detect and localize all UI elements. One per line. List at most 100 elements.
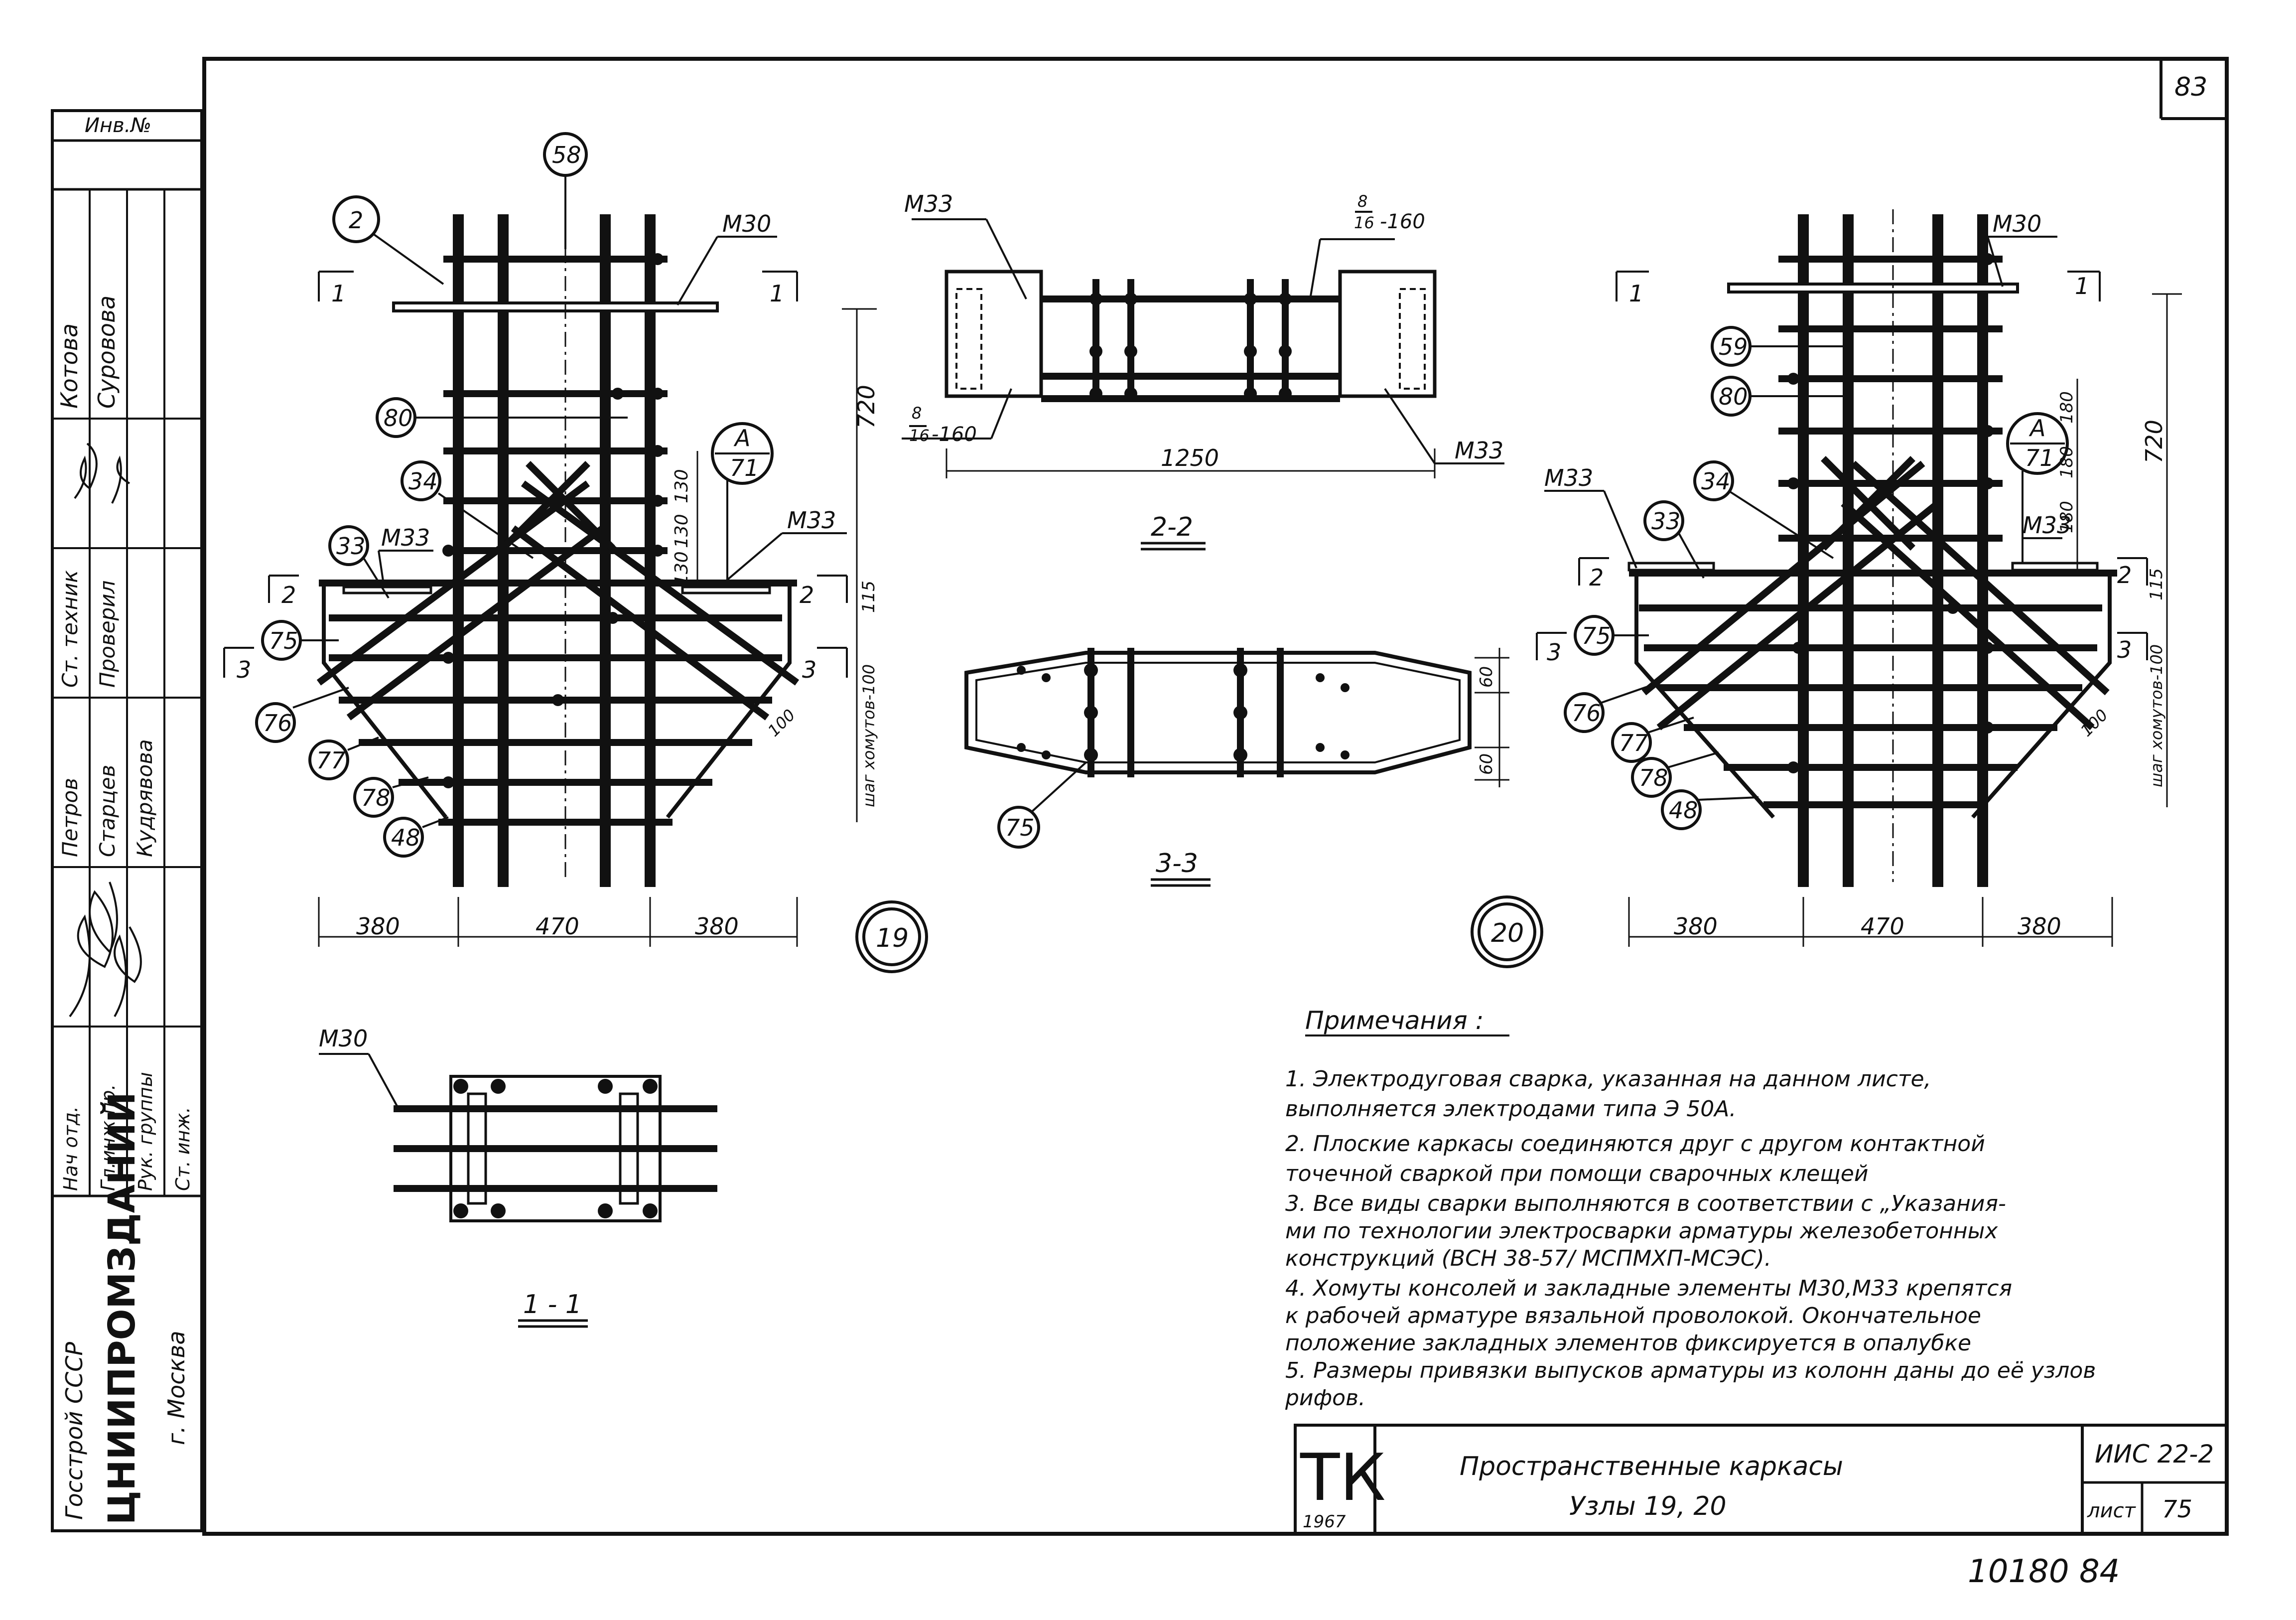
tb-name-5: Петров bbox=[58, 778, 82, 857]
tb-name-6: Старцев bbox=[95, 765, 120, 857]
note-line-8: 4. Хомуты консолей и закладные элементы … bbox=[1285, 1276, 2012, 1301]
d20-dim-step: шаг хомутов-100 bbox=[2147, 644, 2166, 787]
note-line-10: положение закладных элементов фиксируетс… bbox=[1285, 1330, 1971, 1356]
d20-leader-m33-left: М33 bbox=[1544, 464, 1593, 491]
detail-19-number: 19 bbox=[876, 923, 909, 953]
note-line-5: 3. Все виды сварки выполняются в соответ… bbox=[1285, 1191, 2006, 1216]
leader-m33-2-2-top: М33 bbox=[904, 190, 953, 217]
d20-section-1-left: 1 bbox=[1629, 280, 1643, 307]
d20-section-3-right: 3 bbox=[2117, 636, 2132, 663]
note-line-9: к рабочей арматуре вязальной проволокой.… bbox=[1285, 1303, 1981, 1328]
callout-33: 33 bbox=[336, 533, 366, 560]
d20-callout-59: 59 bbox=[1719, 333, 1748, 360]
leader-m33-right: М33 bbox=[787, 507, 836, 534]
note-line-3: 2. Плоские каркасы соединяются друг с др… bbox=[1285, 1131, 1985, 1157]
d20-dim-115: 115 bbox=[2147, 568, 2166, 600]
section-mark-3-3-right: 3 bbox=[802, 656, 816, 683]
dim-130-a: 130 bbox=[672, 469, 692, 503]
d20-dim-470: 470 bbox=[1861, 913, 1904, 940]
d20-section-2-right: 2 bbox=[2117, 562, 2132, 589]
section-3-3-title: 3-3 bbox=[1156, 849, 1198, 879]
list-label: лист bbox=[2087, 1499, 2137, 1522]
d20-section-2-left: 2 bbox=[1589, 564, 1604, 591]
section-1-1-title: 1 - 1 bbox=[523, 1290, 582, 1320]
section-mark-2-2-left: 2 bbox=[281, 582, 296, 608]
callout-75: 75 bbox=[269, 627, 298, 654]
sheet-frame bbox=[202, 57, 2229, 1536]
dim-100-left: 100 bbox=[764, 706, 799, 740]
tb-role-3: Рук. группы bbox=[135, 1072, 156, 1191]
signature-3 bbox=[69, 882, 118, 1018]
weld-frac-top-left: 8 bbox=[912, 404, 922, 423]
section-mark-1-1-right: 1 bbox=[770, 280, 784, 307]
weld-len-left: -160 bbox=[932, 423, 977, 446]
tb-role-4: Ст. инж. bbox=[172, 1107, 194, 1191]
tb-name-4: Проверил bbox=[95, 581, 120, 688]
callout-80: 80 bbox=[384, 405, 413, 432]
weld-frac-top-right: 8 bbox=[1357, 192, 1367, 211]
d20-dim-180-c: 180 bbox=[2057, 501, 2077, 533]
page-number: 83 bbox=[2174, 72, 2207, 102]
leader-m33-left: М33 bbox=[381, 524, 430, 551]
section-2-2: М33 М33 8 16 -160 8 16 -160 1250 2-2 bbox=[902, 190, 1504, 551]
d20-leader-m30: М30 bbox=[1993, 210, 2041, 237]
detail-20-number: 20 bbox=[1491, 918, 1524, 948]
d20-callout-33: 33 bbox=[1651, 508, 1681, 535]
callout-76: 76 bbox=[263, 710, 292, 736]
s11-leader-m30: М30 bbox=[319, 1025, 368, 1052]
note-line-1: 1. Электродуговая сварка, указанная на д… bbox=[1285, 1066, 1931, 1092]
d20-callout-75: 75 bbox=[1582, 622, 1611, 649]
note-line-11: 5. Размеры привязки выпусков арматуры из… bbox=[1285, 1358, 2096, 1383]
callout-48: 48 bbox=[391, 824, 420, 851]
org-line-2: ЦНИИПРОМЗДАНИЙ bbox=[100, 1092, 143, 1525]
callout-2: 2 bbox=[349, 207, 363, 234]
callout-58: 58 bbox=[552, 142, 581, 168]
sheet-title-1: Пространственные каркасы bbox=[1460, 1452, 1843, 1481]
detail-a-label: А bbox=[733, 425, 750, 451]
weld-len-right: -160 bbox=[1380, 210, 1425, 233]
detail-a-sheet: 71 bbox=[730, 454, 759, 481]
d20-callout-48: 48 bbox=[1669, 797, 1698, 824]
note-line-6: ми по технологии электросварки арматуры … bbox=[1285, 1218, 1998, 1244]
bottom-number: 10180 84 bbox=[1968, 1553, 2120, 1590]
tb-role-2: Гл.инж.пр. bbox=[97, 1084, 119, 1191]
dim-60-a: 60 bbox=[1477, 666, 1496, 688]
d20-dim-100: 100 bbox=[2077, 706, 2112, 740]
d20-callout-80: 80 bbox=[1719, 383, 1748, 410]
tb-name-7: Кудрявова bbox=[133, 739, 157, 857]
dim-130-b: 130 bbox=[672, 514, 692, 548]
org-line-1: Госстрой СССР bbox=[61, 1342, 88, 1520]
dim-720-left: 720 bbox=[853, 385, 880, 429]
note-line-4: точечной сваркой при помощи сварочных кл… bbox=[1285, 1161, 1868, 1186]
detail-19: 1 1 2 2 3 3 М30 М33 М33 58 2 80 34 33 75 bbox=[223, 132, 928, 973]
dim-115-left: 115 bbox=[859, 581, 879, 613]
dim-380-a: 380 bbox=[356, 913, 400, 940]
section-mark-2-2-right: 2 bbox=[800, 582, 814, 608]
d20-detail-a-sheet: 71 bbox=[2025, 444, 2054, 471]
callout-77: 77 bbox=[316, 747, 346, 774]
note-line-7: конструкций (ВСН 38-57/ МСПМХП-МСЭС). bbox=[1285, 1246, 1771, 1271]
d20-leader-m33-right: М33 bbox=[2023, 512, 2071, 539]
tb-name-1: Котова bbox=[56, 323, 83, 409]
notes-header: Примечания : bbox=[1305, 1006, 1484, 1035]
dim-60-b: 60 bbox=[1477, 753, 1496, 775]
page-number-box: 83 bbox=[2160, 59, 2227, 120]
d20-dim-180-b: 180 bbox=[2057, 446, 2077, 478]
section-mark-3-3-left: 3 bbox=[237, 656, 251, 683]
callout-78: 78 bbox=[361, 784, 391, 811]
tb-role-1: Нач отд. bbox=[60, 1106, 82, 1191]
detail-20: 1 1 2 2 3 3 М30 М33 М33 59 80 34 33 75 7… bbox=[1471, 209, 2182, 968]
signature-4 bbox=[114, 926, 142, 1017]
note-line-12: рифов. bbox=[1285, 1385, 1365, 1411]
dim-1250: 1250 bbox=[1161, 444, 1219, 471]
note-line-2: выполняется электродами типа Э 50А. bbox=[1285, 1096, 1736, 1122]
weld-frac-bot-right: 16 bbox=[1354, 213, 1374, 232]
signature-2 bbox=[111, 455, 131, 504]
dim-380-b: 380 bbox=[695, 913, 739, 940]
weld-frac-bot-left: 16 bbox=[909, 426, 930, 445]
dim-470-a: 470 bbox=[536, 913, 579, 940]
sheet-title-2: Узлы 19, 20 bbox=[1569, 1491, 1727, 1521]
section-1-1: М30 1 - 1 bbox=[319, 1025, 717, 1328]
dim-130-c: 130 bbox=[672, 551, 692, 586]
